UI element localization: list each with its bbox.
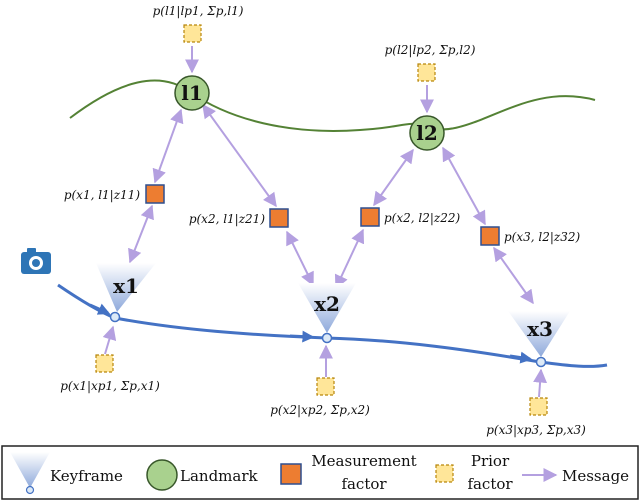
msg-l2-z32 [442, 146, 486, 226]
prior-factor-l1 [183, 24, 202, 43]
legend-landmark-symbol [146, 459, 178, 491]
trajectory-arrow-1 [89, 303, 111, 315]
msg-z21-x2 [286, 230, 314, 287]
legend-prior-symbol [435, 464, 454, 483]
trajectory-arrow-2 [289, 330, 315, 343]
measurement-factor-z11 [145, 184, 165, 204]
measurement-factor-z21 [269, 208, 289, 228]
prior-factor-x1 [95, 354, 114, 373]
measurement-factor-z22 [360, 207, 380, 227]
msg-prior-x1 [102, 325, 117, 355]
keyframe-x3-label: x3 [527, 317, 553, 341]
keyframe-x2-label: x2 [314, 292, 340, 316]
legend-landmark-label: Landmark [180, 467, 259, 485]
measurement-label-z22: p(x2, l2|z22) [384, 211, 461, 225]
legend-message-label: Message [562, 467, 629, 485]
camera-icon [21, 248, 51, 274]
legend-measurement-label-1: Measurement [311, 452, 416, 470]
landmark-curve [69, 79, 596, 132]
prior-factor-l2 [417, 63, 436, 82]
prior-label-x3: p(x3|xp3, Σp,x3) [486, 423, 586, 437]
landmark-l1-label: l1 [181, 81, 203, 105]
message-arrows [102, 46, 548, 398]
msg-l1-z11 [152, 108, 184, 184]
prior-label-x1: p(x1|xp1, Σp,x1) [60, 379, 160, 393]
msg-l1-z21 [202, 103, 277, 208]
prior-factor-x3 [529, 397, 548, 416]
msg-z11-x1 [128, 204, 154, 264]
legend-prior-label-2: factor [467, 475, 513, 493]
legend-measurement-symbol [280, 463, 302, 485]
prior-label-x2: p(x2|xp2, Σp,x2) [270, 403, 370, 417]
legend-measurement-label-2: factor [341, 475, 387, 493]
legend-box [1, 445, 639, 500]
trajectory-arrow-3 [509, 351, 533, 364]
prior-label-l1: p(l1|lp1, Σp,l1) [153, 4, 244, 18]
legend-keyframe-label: Keyframe [50, 467, 123, 485]
legend-prior-label-1: Prior [471, 452, 510, 470]
landmark-l1: l1 [174, 75, 210, 111]
prior-factor-x2 [316, 377, 335, 396]
measurement-label-z32: p(x3, l2|z32) [504, 230, 581, 244]
keyframe-x2: x2 [298, 283, 356, 344]
legend: Keyframe Landmark Measurement factor Pri… [1, 445, 639, 500]
legend-keyframe-symbol [10, 452, 50, 488]
msg-prior-x3 [533, 368, 548, 398]
keyframe-x3: x3 [508, 311, 570, 368]
measurement-factor-z32 [480, 226, 500, 246]
measurement-label-z11: p(x1, l1|z11) [64, 188, 141, 202]
msg-l2-z22 [373, 148, 414, 207]
prior-label-l2: p(l2|lp2, Σp,l2) [385, 43, 476, 57]
measurement-label-z21: p(x2, l1|z21) [189, 212, 266, 226]
keyframe-x1-label: x1 [113, 274, 139, 298]
landmark-l2: l2 [409, 115, 445, 151]
keyframe-x1: x1 [96, 263, 156, 323]
landmark-l2-label: l2 [416, 121, 438, 145]
msg-z22-x2 [334, 228, 365, 290]
msg-z32-x3 [493, 246, 534, 305]
